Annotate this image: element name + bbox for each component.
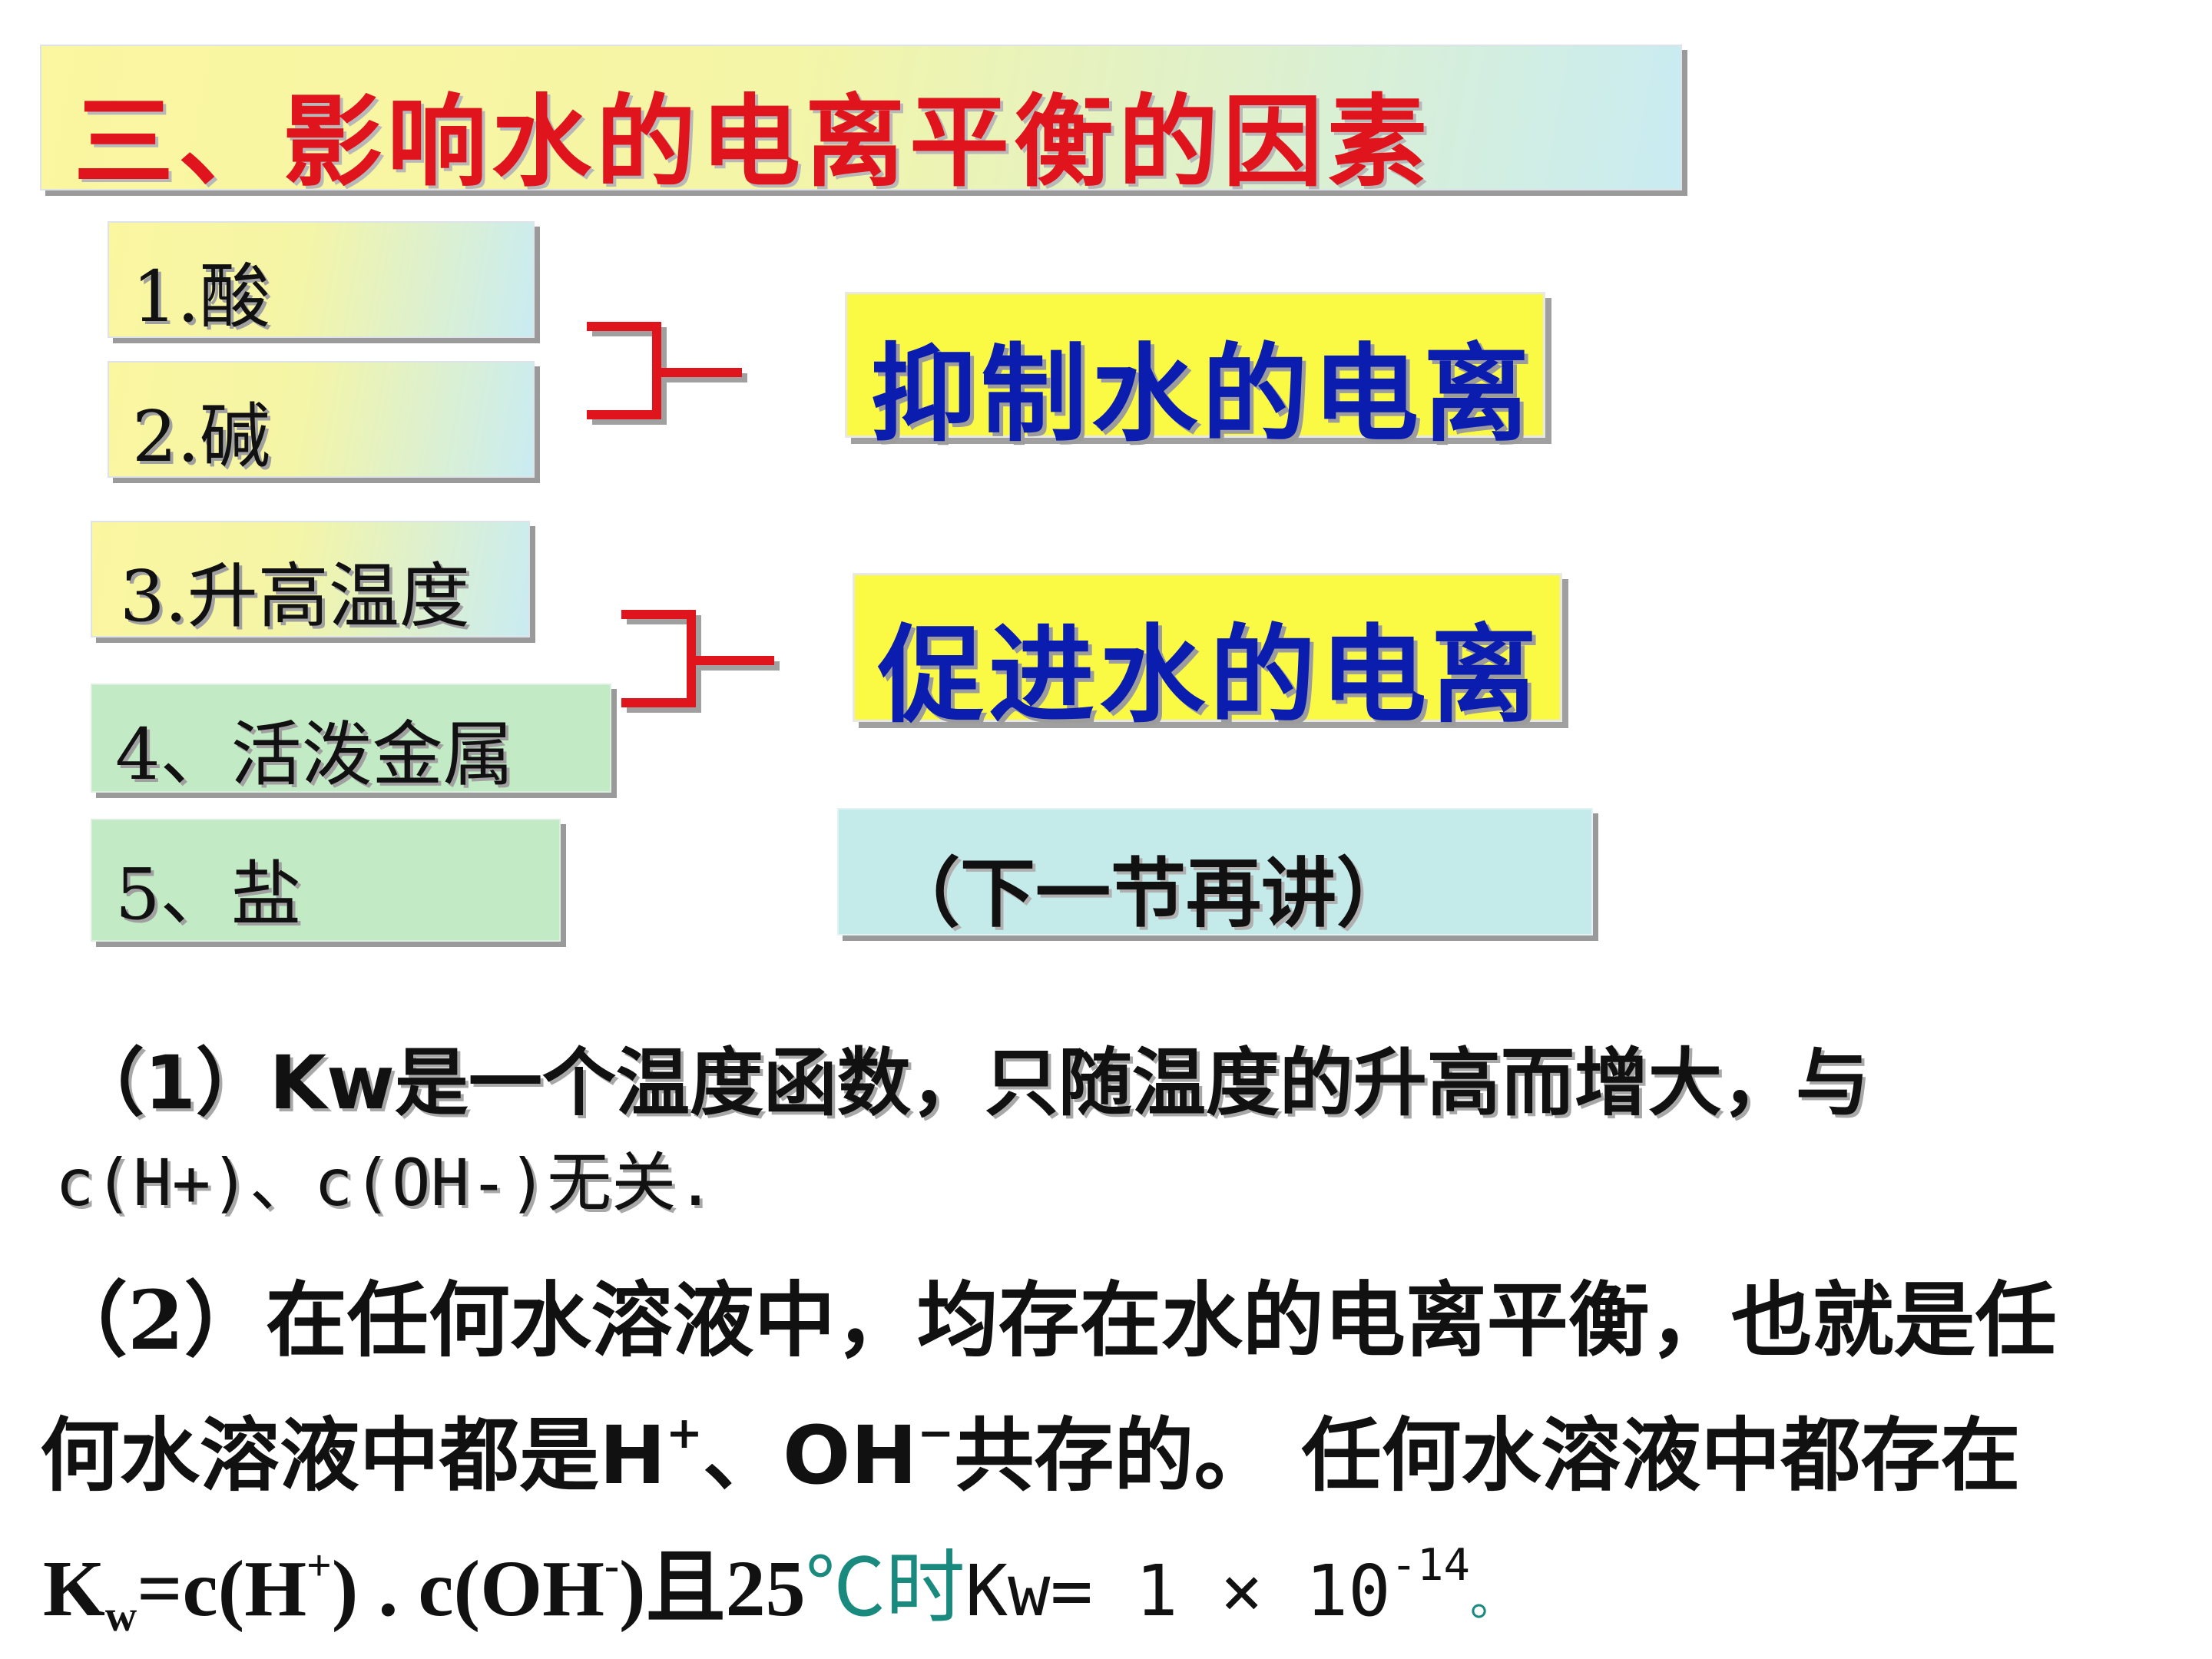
factor-label: 4、活泼金属	[115, 714, 514, 796]
note2-text-c: 共存的。 任何水溶液中都存在	[954, 1408, 2021, 1502]
effect-promote-text: 促进水的电离	[878, 612, 1542, 737]
eq-part-c: )且25	[619, 1544, 806, 1633]
note2-line2: 何水溶液中都是H+、OH−共存的。 任何水溶液中都存在	[40, 1411, 2021, 1495]
period-mark: 。	[1469, 1574, 1516, 1625]
note2-text-a: 何水溶液中都是H	[40, 1408, 667, 1502]
factor-label: 3.升高温度	[120, 555, 470, 637]
eq-part-a: =c(H	[137, 1544, 307, 1633]
factor-active-metal: 4、活泼金属	[91, 684, 611, 796]
eq-h-sup: +	[306, 1541, 332, 1590]
page-title: 三、影响水的电离平衡的因素	[74, 83, 1432, 200]
kw-exponent: -14	[1390, 1540, 1470, 1591]
note2-text-b: 、OH	[702, 1408, 918, 1502]
kw-equation: Kw=c(H+) . c(OH-)且25℃时Kw= 1 × 10-14。	[43, 1541, 1516, 1641]
effect-promote: 促进水的电离	[853, 573, 1562, 737]
oh-minus-sup: −	[917, 1408, 955, 1459]
factor-base: 2.碱	[108, 361, 535, 478]
kw-subscript: w	[104, 1591, 137, 1641]
note1-line1: （1）Kw是一个温度函数，只随温度的升高而增大，与	[71, 1040, 1869, 1126]
kw-value: 1 × 10	[1092, 1549, 1391, 1632]
factor-label: 5、盐	[115, 853, 302, 935]
kw-label: Kw=	[965, 1549, 1093, 1632]
eq-part-b: ) . c(OH	[331, 1544, 604, 1633]
effect-next-text: （下一节再讲）	[885, 850, 1412, 938]
note1-line2: c(H+)、c(OH-)无关.	[55, 1145, 715, 1220]
bracket-promote	[621, 610, 780, 713]
bracket-inhibit	[587, 322, 747, 425]
factor-salt: 5、盐	[91, 819, 561, 942]
factor-temperature: 3.升高温度	[91, 521, 530, 637]
kw-symbol: K	[43, 1544, 105, 1633]
effect-inhibit-text: 抑制水的电离	[870, 331, 1535, 456]
effect-inhibit: 抑制水的电离	[845, 292, 1545, 456]
h-plus-sup: +	[666, 1408, 703, 1459]
factor-label: 1.酸	[132, 256, 270, 338]
title-banner: 三、影响水的电离平衡的因素	[40, 45, 1682, 200]
eq-oh-sup: -	[604, 1541, 620, 1590]
factor-label: 2.碱	[132, 396, 270, 478]
factor-acid: 1.酸	[108, 221, 535, 338]
temp-text: ℃时	[805, 1544, 965, 1633]
note2-line1: （2）在任何水溶液中，均存在水的电离平衡，也就是任	[46, 1272, 2057, 1368]
effect-next-lesson: （下一节再讲）	[837, 808, 1593, 938]
